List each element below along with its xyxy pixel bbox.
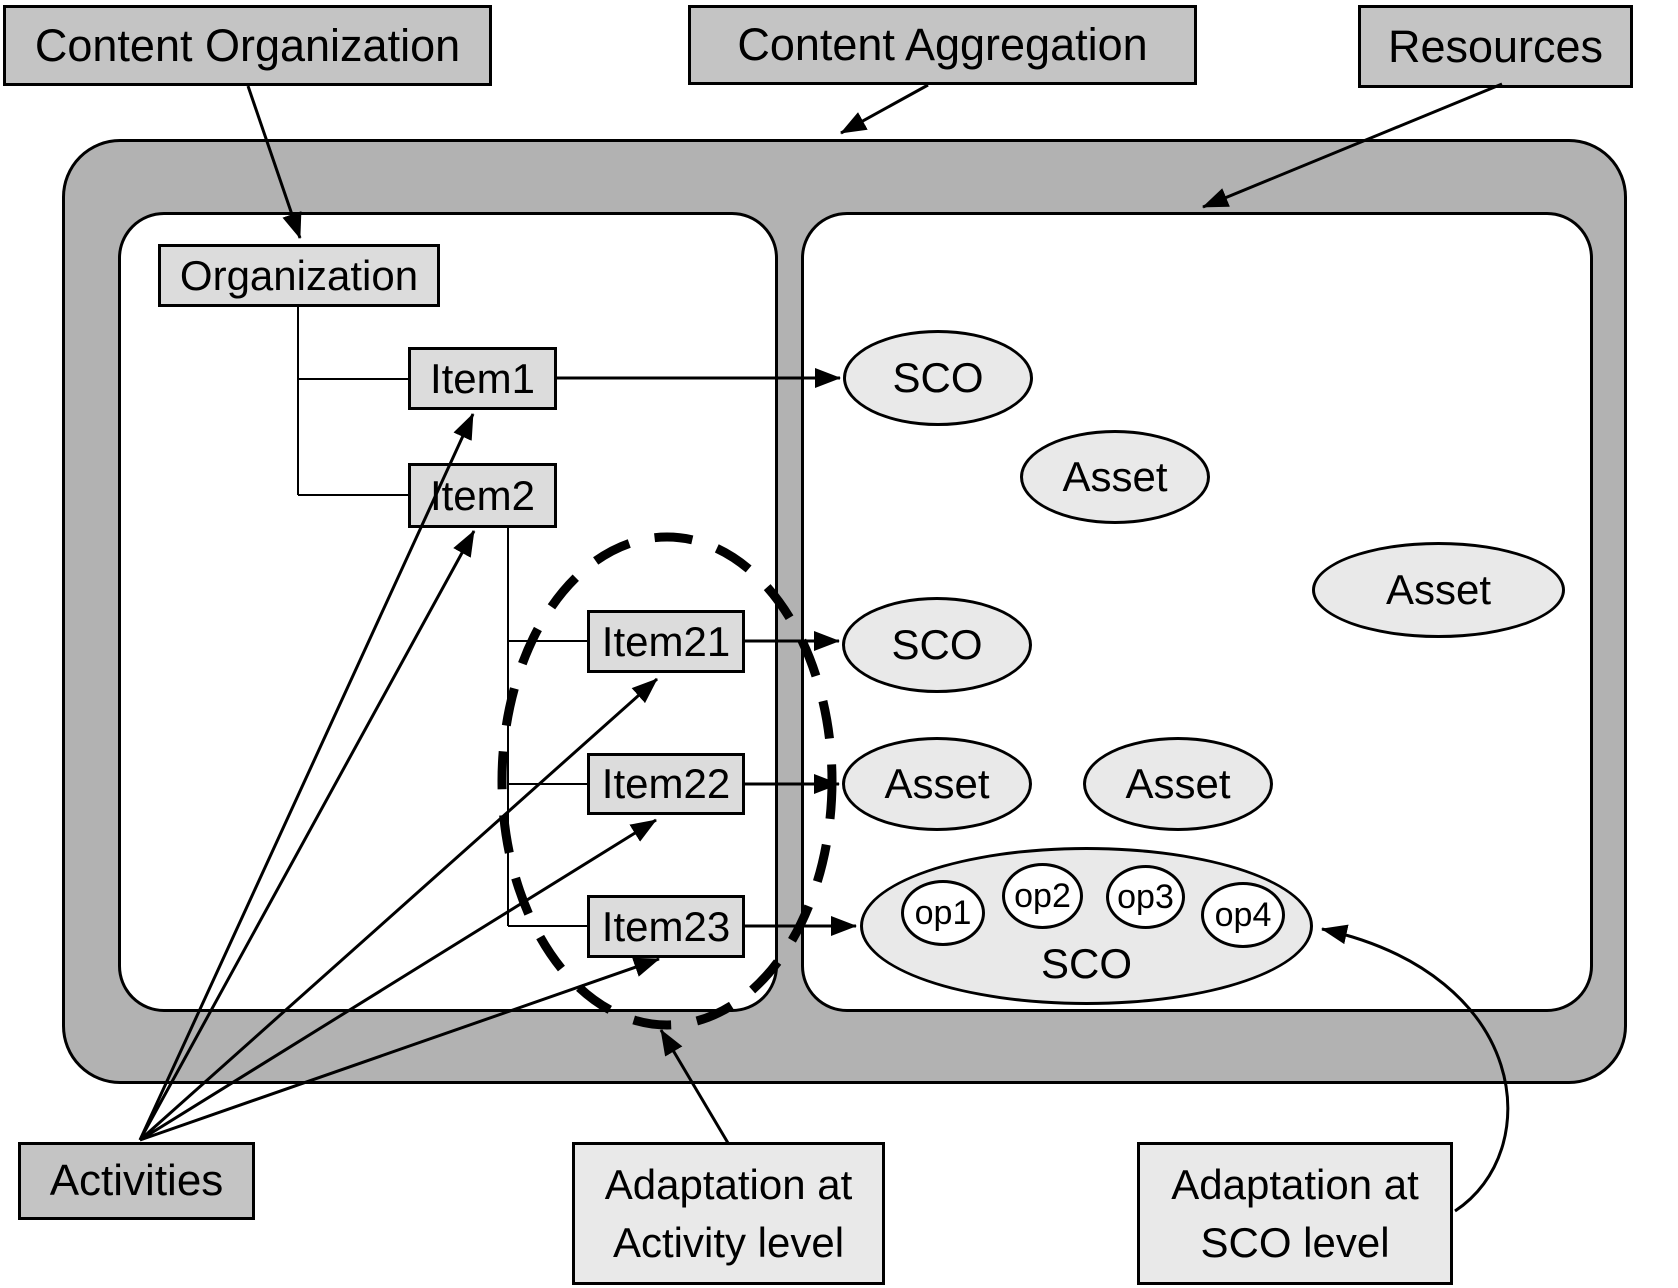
op4-text: op4 [1214, 895, 1272, 934]
adaptation-sco-line2: SCO level [1200, 1218, 1390, 1266]
sco-composite-ellipse: op1 op2 op3 op4 SCO [860, 847, 1313, 1005]
item2-node: Item2 [408, 463, 557, 528]
item2-text: Item2 [429, 471, 536, 519]
content-aggregation-label: Content Aggregation [688, 5, 1197, 85]
item22-node: Item22 [587, 753, 745, 815]
activities-text: Activities [49, 1156, 224, 1205]
item1-node: Item1 [408, 347, 557, 410]
sco-ellipse-2: SCO [842, 597, 1032, 693]
item21-text: Item21 [601, 617, 731, 665]
adaptation-sco-label: Adaptation at SCO level [1137, 1142, 1453, 1285]
op2-ellipse: op2 [1002, 863, 1083, 929]
content-organization-label: Content Organization [3, 5, 492, 86]
organization-node-text: Organization [179, 251, 419, 299]
asset-ellipse-2: Asset [1312, 542, 1565, 638]
asset-ellipse-2-text: Asset [1385, 566, 1492, 613]
adaptation-sco-line1: Adaptation at [1171, 1160, 1419, 1208]
item23-node: Item23 [587, 895, 745, 958]
op2-text: op2 [1014, 876, 1071, 915]
asset-ellipse-4: Asset [1083, 737, 1273, 831]
arrow-content-aggregation [840, 83, 929, 135]
asset-ellipse-3: Asset [842, 737, 1032, 831]
asset-ellipse-1-text: Asset [1062, 453, 1168, 500]
op3-ellipse: op3 [1106, 865, 1185, 929]
content-aggregation-text: Content Aggregation [737, 19, 1148, 70]
op1-ellipse: op1 [901, 880, 985, 946]
content-organization-text: Content Organization [34, 19, 461, 71]
asset-ellipse-1: Asset [1020, 430, 1210, 524]
activities-label: Activities [18, 1142, 255, 1220]
op3-text: op3 [1117, 877, 1174, 916]
adaptation-activity-line1: Adaptation at [604, 1160, 853, 1208]
item22-text: Item22 [601, 760, 731, 807]
asset-ellipse-4-text: Asset [1125, 760, 1231, 807]
item21-node: Item21 [587, 610, 745, 673]
adaptation-activity-line2: Activity level [612, 1218, 845, 1266]
asset-ellipse-3-text: Asset [884, 760, 990, 807]
resources-text: Resources [1387, 20, 1604, 72]
adaptation-activity-label: Adaptation at Activity level [572, 1142, 885, 1285]
sco-composite-text: SCO [1040, 940, 1132, 987]
op4-ellipse: op4 [1201, 882, 1285, 948]
sco-ellipse-2-text: SCO [891, 621, 983, 668]
item1-text: Item1 [429, 354, 536, 402]
sco-ellipse-1: SCO [843, 330, 1033, 426]
item23-text: Item23 [601, 902, 731, 950]
op1-text: op1 [914, 893, 972, 932]
sco-ellipse-1-text: SCO [892, 354, 984, 401]
organization-node: Organization [158, 244, 440, 307]
resources-label: Resources [1358, 5, 1633, 88]
